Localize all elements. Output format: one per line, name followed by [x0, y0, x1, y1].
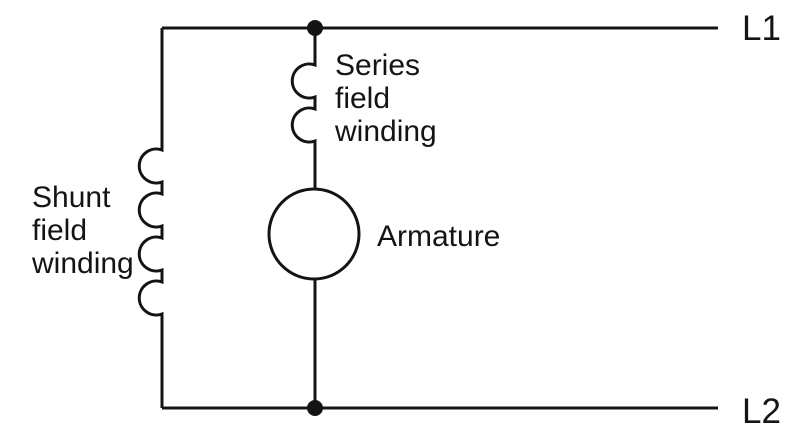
- shunt-label-line1: Shunt: [32, 181, 111, 214]
- series-field-coil-branch: [290, 28, 317, 189]
- series-label-line1: Series: [335, 49, 421, 82]
- shunt-label-line2: field: [32, 214, 88, 247]
- series-label-line2: field: [335, 82, 391, 115]
- series-field-winding-label: Series field winding: [335, 49, 437, 148]
- junction-dot-top: [307, 20, 323, 36]
- terminal-l1-label: L1: [742, 9, 781, 48]
- shunt-field-winding-label: Shunt field winding: [32, 181, 134, 280]
- shunt-field-coil-branch: [137, 28, 164, 408]
- terminal-l2-label: L2: [742, 392, 781, 431]
- series-label-line3: winding: [335, 115, 437, 148]
- shunt-label-line3: winding: [32, 247, 134, 280]
- armature-label: Armature: [377, 220, 501, 253]
- junction-dot-bottom: [307, 400, 323, 416]
- armature-circle: [267, 187, 361, 281]
